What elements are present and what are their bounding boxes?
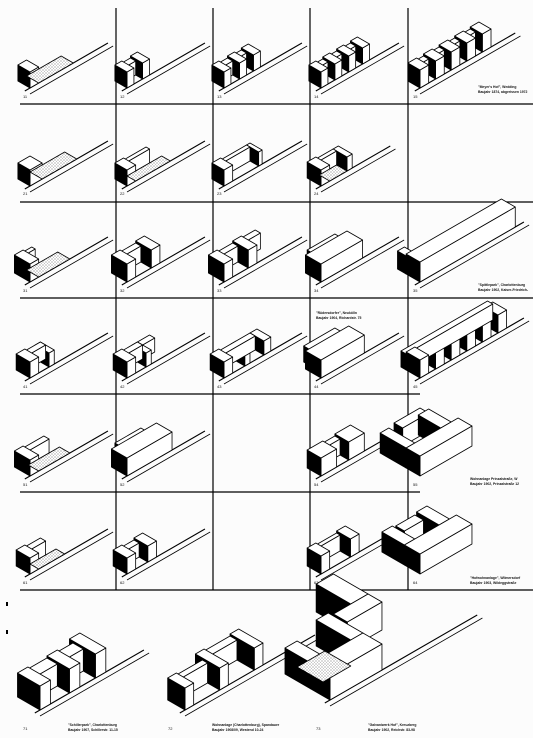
cell-label: 31 <box>23 288 28 293</box>
cell-label: 71 <box>23 726 28 731</box>
cell-label: 62 <box>120 580 125 585</box>
building-captions: "Meyer's Hof", Wedding Baujahr 1874, abg… <box>68 85 528 732</box>
grid-lines <box>20 8 533 590</box>
caption-64-detail: Baujahr 1903, Wildeggstraße <box>470 581 516 585</box>
cell-label: 52 <box>120 482 125 487</box>
cell-label: 64 <box>413 580 418 585</box>
caption-55-detail: Baujahr 1902, Prinzalstraße 12 <box>470 482 519 486</box>
cell-label: 12 <box>120 94 125 99</box>
caption-71-title: "Schillerpark", Charlottenburg <box>68 723 117 727</box>
cell-label: 34 <box>314 288 319 293</box>
cell-label: 22 <box>120 191 125 196</box>
cell-label: 51 <box>23 482 28 487</box>
caption-35-detail: Baujahr 1902, Kaiser-Friedrich- <box>478 288 528 292</box>
caption-72-title: Wohnanlage (Charlottenburg), Spandauer <box>212 723 280 727</box>
cell-label: 21 <box>23 191 28 196</box>
cell-label: 63 <box>314 580 319 585</box>
wall-face-light <box>259 150 262 166</box>
cell-label: 24 <box>314 191 319 196</box>
caption-15-title: "Meyer's Hof", Wedding <box>478 85 516 89</box>
cell-label: 32 <box>120 288 125 293</box>
cell-label: 55 <box>413 482 418 487</box>
cell-label: 54 <box>314 482 319 487</box>
cell-label: 72 <box>168 726 173 731</box>
caption-44-detail: Baujahr 1904, Richardstr. 75 <box>316 316 362 320</box>
cell-label: 33 <box>217 288 222 293</box>
cell-label: 23 <box>217 191 222 196</box>
margin-marks <box>6 602 8 634</box>
cell-label: 35 <box>413 288 418 293</box>
cell-label: 11 <box>23 94 28 99</box>
caption-73-title: "Galvaniwerk Hof", Kreuzberg <box>368 723 416 727</box>
cell-label: 41 <box>23 384 28 389</box>
caption-55-title: Wohnanlage Prinzalstraße, W <box>470 477 518 481</box>
building-block <box>406 199 515 282</box>
cell-label: 44 <box>314 384 319 389</box>
cell-label: 13 <box>217 94 222 99</box>
caption-15-detail: Baujahr 1874, abgerissen 1972 <box>478 90 527 94</box>
caption-64-title: "Hofwohnanlage", Wilmersdorf <box>470 576 521 580</box>
caption-73-detail: Baujahr 1902, Reichstr. 83-98 <box>368 728 415 732</box>
building-block <box>305 326 364 378</box>
building-block <box>307 441 336 476</box>
caption-44-title: "Rüdersdorfer", Neukölln <box>316 311 357 315</box>
cell-label: 73 <box>316 726 321 731</box>
caption-71-detail: Baujahr 1907, Schillerstr. 11-15 <box>68 728 118 732</box>
cell-label: 43 <box>217 384 222 389</box>
cell-label: 15 <box>413 94 418 99</box>
cell-label: 61 <box>23 580 28 585</box>
cell-label: 14 <box>314 94 319 99</box>
caption-35-title: "Spittlepark", Charlottenburg <box>478 283 525 287</box>
building-block <box>305 231 362 282</box>
cell-label: 45 <box>413 384 418 389</box>
street-lines <box>25 33 529 716</box>
building-blocks <box>14 22 515 710</box>
caption-72-detail: Baujahr 1908/09, Westend 10-24 <box>212 728 264 732</box>
cell-label: 42 <box>120 384 125 389</box>
